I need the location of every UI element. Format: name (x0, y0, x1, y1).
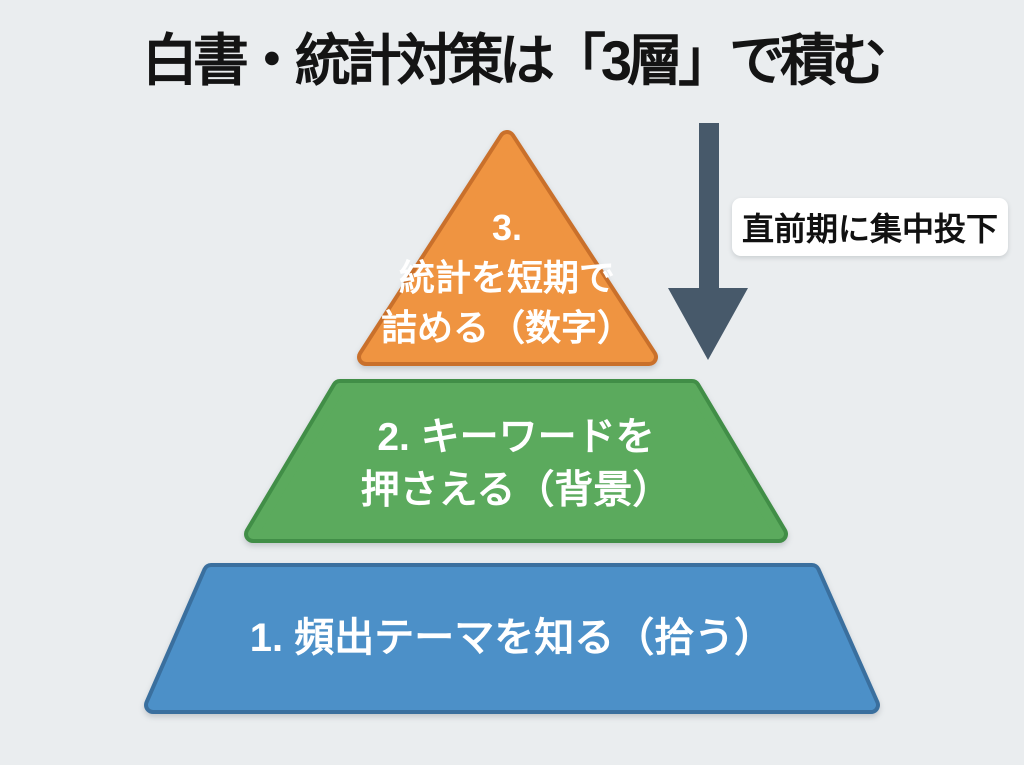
layer-2-line-1: 2. キーワードを (377, 416, 655, 459)
pyramid-layer-2-label: 2. キーワードを 押さえる（背景） (316, 411, 716, 517)
pyramid-layer-1-shape (144, 563, 880, 714)
down-arrow-icon (668, 123, 748, 360)
layer-1-line-1: 1. 頻出テーマを知る（拾う） (249, 616, 775, 660)
pyramid-layer-2-fill (248, 383, 784, 539)
pyramid-layer-3-shape (357, 130, 658, 366)
pyramid-layer-3-fill (361, 134, 654, 362)
annotation-label-text: 直前期に集中投下 (741, 211, 998, 247)
layer-3-line-3: 詰める（数字） (380, 307, 633, 348)
pyramid-layer-3-label: 3. 統計を短期で 詰める（数字） (357, 203, 657, 353)
layer-3-line-1: 3. (491, 207, 523, 248)
layer-3-line-2: 統計を短期で (398, 257, 615, 298)
pyramid-layer-1-label: 1. 頻出テーマを知る（拾う） (210, 616, 814, 660)
page-title: 白書・統計対策は「3層」で積む (141, 29, 887, 92)
pyramid-layer-2-shape (244, 379, 788, 543)
annotation-label: 直前期に集中投下 (732, 198, 1008, 256)
layer-2-line-2: 押さえる（背景） (360, 469, 672, 512)
pyramid-layer-1-fill (148, 567, 876, 710)
